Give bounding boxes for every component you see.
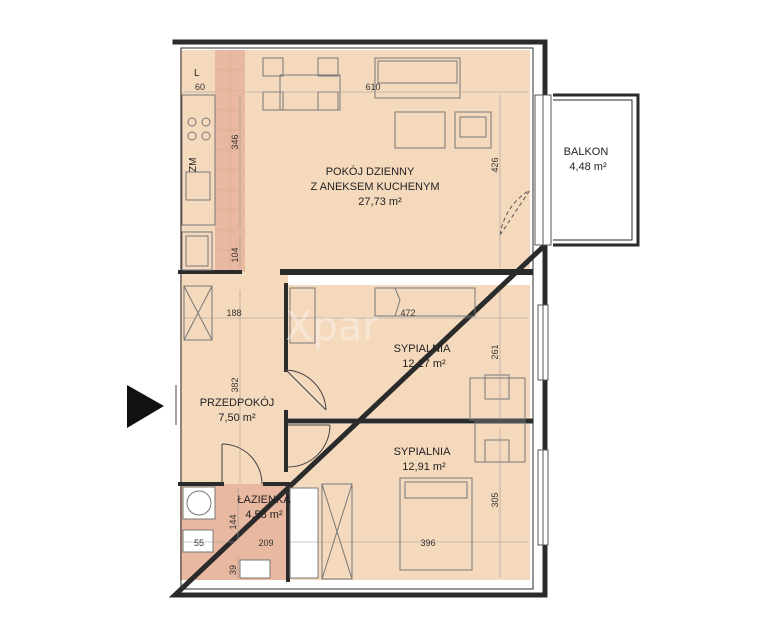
kitchen-counter: [181, 94, 216, 271]
bathroom-fixtures: [182, 486, 319, 579]
doors: [175, 369, 331, 485]
toilet: [239, 559, 271, 579]
bathroom-wall: [178, 482, 290, 582]
hallway-wardrobe: [183, 285, 213, 341]
dim-60: 60: [195, 82, 205, 92]
living-room-name: POKÓJ DZIENNY: [326, 165, 415, 178]
bedroom1-door: [285, 369, 327, 411]
dim-305: 305: [490, 492, 500, 507]
dim-55: 55: [194, 538, 204, 548]
shower: [182, 486, 216, 520]
dim-382: 382: [230, 377, 240, 392]
dim-144: 144: [228, 514, 238, 529]
bathroom-area: 4,58 m²: [245, 509, 283, 521]
bedroom1-furniture: [289, 287, 526, 421]
hallway-name: PRZEDPOKÓJ: [200, 396, 275, 409]
bathroom-door: [221, 443, 263, 485]
bedroom1-wardrobe: [289, 287, 316, 344]
dimension-lines: [183, 91, 528, 578]
dim-39: 39: [228, 565, 238, 575]
entrance-arrow-icon: [127, 385, 164, 428]
dim-472: 472: [400, 308, 415, 318]
balcony-area: 4,48 m²: [569, 161, 607, 173]
outer-wall-inner-line: [180, 47, 534, 590]
dim-209: 209: [258, 538, 273, 548]
bedroom2-wardrobe: [321, 483, 353, 580]
armchair: [454, 111, 492, 149]
sofa: [374, 57, 461, 99]
bedroom1-desk: [469, 377, 526, 421]
bathtub: [289, 487, 319, 579]
bedroom1-area: 12,17 m²: [402, 358, 446, 370]
stove-burner: [187, 117, 197, 127]
coffee-table: [394, 111, 446, 149]
washbasin: [182, 529, 214, 553]
dim-396: 396: [420, 538, 435, 548]
dim-261: 261: [490, 344, 500, 359]
dim-188: 188: [226, 308, 241, 318]
bedroom1-floor: [288, 285, 530, 418]
living-furniture: [262, 57, 492, 149]
dim-610: 610: [365, 82, 380, 92]
bedroom1-name: SYPIALNIA: [394, 343, 452, 355]
dim-346: 346: [230, 134, 240, 149]
walls: [168, 39, 548, 598]
balcony: [553, 93, 640, 247]
hallway-area: 7,50 m²: [218, 412, 256, 424]
bedroom2-door: [287, 424, 331, 468]
bathroom-name: ŁAZIENKA: [237, 494, 291, 506]
balcony-name: BALKON: [564, 146, 609, 158]
living-room-area: 27,73 m²: [358, 196, 402, 208]
bedroom2-bed: [399, 477, 473, 571]
sink: [185, 171, 211, 201]
dim-104: 104: [230, 247, 240, 262]
bedroom1-bed: [374, 287, 476, 317]
balcony-floor: [553, 95, 638, 245]
fridge: [181, 231, 213, 271]
bedroom2-area: 12,91 m²: [402, 461, 446, 473]
dim-426: 426: [490, 157, 500, 172]
living-room-name-line2: Z ANEKSEM KUCHENYM: [311, 181, 440, 193]
bedroom2-name: SYPIALNIA: [394, 446, 452, 458]
windows: [534, 94, 552, 546]
watermark: Xpar: [285, 304, 379, 350]
balcony-door: [499, 189, 531, 236]
fridge-label: ZM: [188, 158, 199, 172]
hallway-floor: [180, 272, 288, 484]
kitchen-l-label: L: [194, 68, 200, 79]
